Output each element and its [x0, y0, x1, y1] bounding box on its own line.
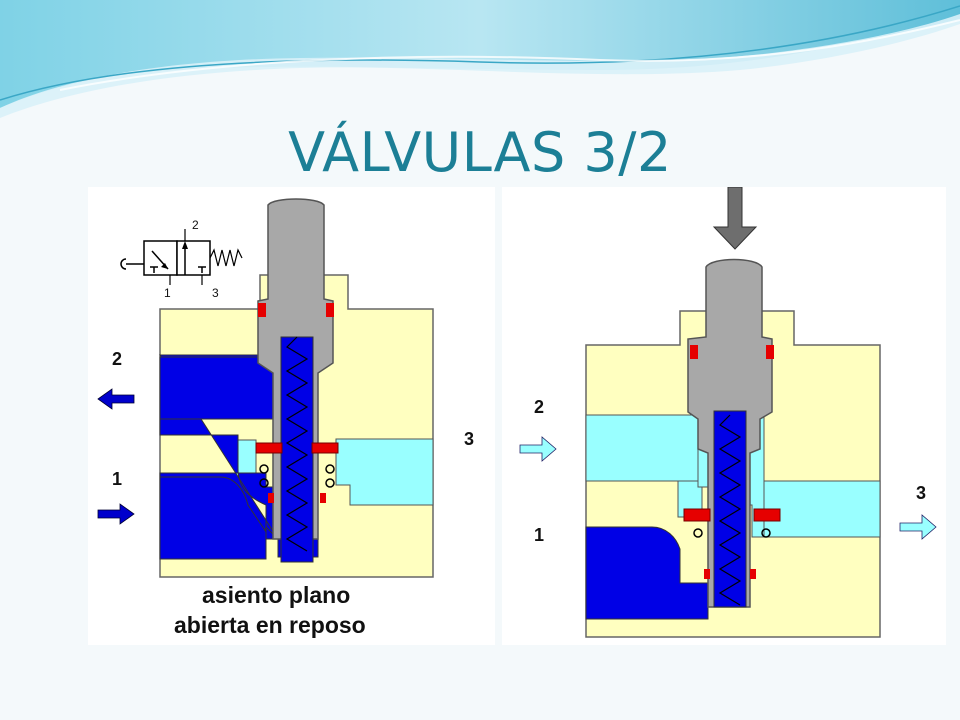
symbol-port-2-label: 2: [192, 218, 199, 232]
header-wave-highlight: [0, 14, 960, 118]
o-ring: [325, 478, 335, 488]
o-ring: [259, 464, 269, 474]
upper-seal-left: [258, 303, 266, 317]
port-2-label: 2: [112, 349, 122, 369]
seat-disc-right: [753, 508, 781, 522]
port-1-label: 1: [534, 525, 544, 545]
inlet-passage: [159, 476, 267, 560]
valve-diagram-actuated: 2 1 3: [502, 187, 946, 645]
lower-seal-right: [320, 493, 326, 503]
port-3-label: 3: [916, 483, 926, 503]
valve-stem: [257, 198, 334, 563]
symbol-port-3-label: 3: [212, 286, 219, 300]
seat-disc-left: [255, 442, 283, 454]
header-wave: [0, 0, 960, 108]
port-1-arrow: [97, 503, 135, 525]
upper-seal-right: [766, 345, 774, 359]
lower-seal-left: [704, 569, 710, 579]
port-3-label: 3: [464, 429, 474, 449]
seat-disc-left: [683, 508, 711, 522]
upper-seal-left: [690, 345, 698, 359]
slide-title: VÁLVULAS 3/2: [288, 121, 672, 184]
exhaust-chamber: [335, 438, 434, 506]
lower-seal-left: [268, 493, 274, 503]
o-ring: [259, 478, 269, 488]
actuation-arrow: [712, 187, 758, 250]
header-wave-line-2: [59, 19, 960, 91]
seat-disc-right: [311, 442, 339, 454]
caption-line-1: asiento plano: [202, 582, 350, 608]
port-2-arrow: [519, 436, 557, 462]
exhaust-seat-recess: [235, 439, 257, 478]
valve-iso-symbol: [120, 229, 243, 285]
o-ring: [325, 464, 335, 474]
port-2-label: 2: [534, 397, 544, 417]
header-wave-line: [0, 5, 960, 101]
upper-seal-right: [326, 303, 334, 317]
valve-diagram-rest: 2 1 3 2 1 3: [88, 187, 495, 645]
symbol-port-1-label: 1: [164, 286, 171, 300]
port-2-arrow: [97, 388, 135, 410]
port-3-arrow: [899, 514, 937, 540]
o-ring: [761, 528, 771, 538]
port-1-label: 1: [112, 469, 122, 489]
o-ring: [693, 528, 703, 538]
caption-line-2: abierta en reposo: [174, 612, 366, 638]
lower-seal-right: [750, 569, 756, 579]
